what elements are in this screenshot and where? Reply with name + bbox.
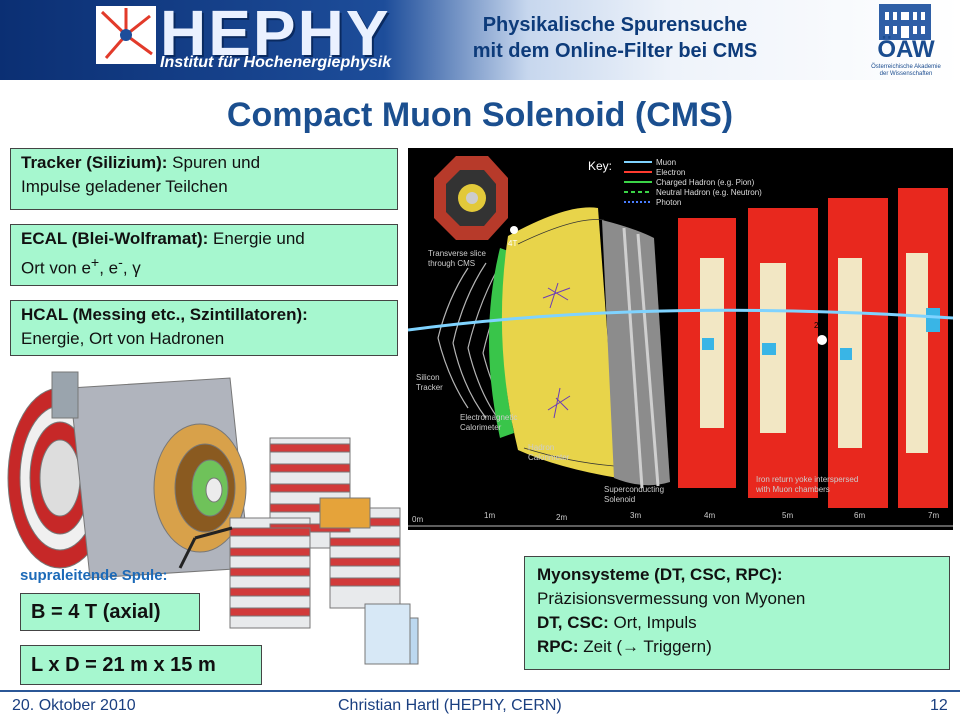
footer-author: Christian Hartl (HEPHY, CERN)	[338, 697, 562, 714]
cms-slice-diagram: Transverse slice through CMS	[408, 148, 953, 530]
footer-date: 20. Oktober 2010	[12, 697, 136, 714]
ecal-box: ECAL (Blei-Wolframat): Energie und Ort v…	[10, 224, 398, 286]
field-4t-label: 4T	[508, 239, 517, 248]
transverse-label2: through CMS	[428, 259, 475, 268]
scale-5m: 5m	[782, 511, 793, 520]
tracker-text1: Spuren und	[167, 153, 261, 172]
ecal-text2: Ort von e	[21, 258, 91, 278]
scale-2m: 2m	[556, 513, 567, 522]
key-electron: Electron	[656, 168, 685, 177]
oaw-building-icon	[879, 4, 931, 40]
scale-4m: 4m	[704, 511, 715, 520]
header-banner: HEPHY Institut für Hochenergiephysik Phy…	[0, 0, 960, 80]
transverse-label: Transverse slice	[428, 249, 486, 258]
solenoid-label: Superconducting	[604, 485, 664, 494]
field-2t-label: 2T	[814, 321, 823, 330]
header-title-line1: Physikalische Spurensuche	[482, 14, 748, 36]
hcal-label2: Calorimeter	[528, 453, 570, 462]
key-charged-hadron: Charged Hadron (e.g. Pion)	[656, 178, 755, 187]
muon-line2: Präzisionsvermessung von Myonen	[537, 589, 806, 608]
cms-detector-illustration	[0, 368, 420, 668]
scale-1m: 1m	[484, 511, 495, 520]
arrow-right-icon: →	[622, 637, 640, 656]
scale-6m: 6m	[854, 511, 865, 520]
hephy-logo-mark	[96, 6, 156, 64]
scale-7m: 7m	[928, 511, 939, 520]
oaw-letters: ÖAW	[877, 36, 935, 63]
hcal-box: HCAL (Messing etc., Szintillatoren): Ene…	[10, 300, 398, 356]
oaw-logo: ÖAW Österreichische Akademie der Wissens…	[865, 0, 945, 80]
tracker-box: Tracker (Silizium): Spuren und Impulse g…	[10, 148, 398, 210]
key-muon: Muon	[656, 158, 676, 167]
solenoid-label2: Solenoid	[604, 495, 635, 504]
field-2t-icon	[817, 335, 827, 345]
tracker-bold: Tracker (Silizium):	[21, 153, 168, 172]
muon-bold: Myonsysteme (DT, CSC, RPC):	[537, 565, 783, 584]
ecal-label: Electromagnetic	[460, 413, 517, 422]
slide-title: Compact Muon Solenoid (CMS)	[226, 96, 734, 134]
header-title: Physikalische Spurensuche mit dem Online…	[440, 12, 790, 64]
oaw-fullname-line2: der Wissenschaften	[879, 71, 933, 77]
hcal-text: Energie, Ort von Hadronen	[21, 329, 225, 348]
tracker-text2: Impulse geladener Teilchen	[21, 177, 228, 196]
field-4t-icon	[510, 226, 518, 234]
muon-rpc-bold: RPC:	[537, 637, 579, 656]
muon-track	[408, 308, 953, 332]
oaw-fullname-line1: Österreichische Akademie	[871, 64, 941, 70]
transverse-slice-icon	[434, 156, 508, 240]
tracker-label: Tracker	[416, 383, 443, 392]
spule-label: supraleitende Spule:	[20, 567, 168, 584]
scale-0m: 0m	[412, 515, 423, 524]
muon-dt-text: Ort, Impuls	[608, 613, 697, 632]
muon-rpc-text1: Zeit (	[578, 637, 623, 656]
footer-page-number: 12	[930, 697, 948, 714]
key-photon: Photon	[656, 198, 681, 207]
header-title-line2: mit dem Online-Filter bei CMS	[472, 40, 758, 62]
hcal-label: Hadron	[528, 443, 554, 452]
oaw-fullname: Österreichische Akademie der Wissenschaf…	[867, 64, 945, 78]
muon-systems-box: Myonsysteme (DT, CSC, RPC): Präzisionsve…	[524, 556, 950, 670]
muon-dt-bold: DT, CSC:	[537, 613, 609, 632]
ecal-bold: ECAL (Blei-Wolframat):	[21, 229, 209, 248]
yoke-label2: with Muon chambers	[755, 485, 830, 494]
key-neutral-hadron: Neutral Hadron (e.g. Neutron)	[656, 188, 762, 197]
detector-size-label: L x D = 21 m x 15 m	[20, 645, 262, 685]
ecal-label2: Calorimeter	[460, 423, 502, 432]
footer: 20. Oktober 2010 Christian Hartl (HEPHY,…	[0, 690, 960, 722]
ecal-text1: Energie und	[208, 229, 305, 248]
hephy-logo-text: HEPHY	[160, 0, 391, 69]
muon-rpc-text2: Triggern)	[639, 637, 712, 656]
field-strength-label: B = 4 T (axial)	[20, 593, 200, 631]
scale-3m: 3m	[630, 511, 641, 520]
spule-pointer	[194, 526, 233, 540]
yoke-label: Iron return yoke interspersed	[756, 475, 858, 484]
hcal-bold: HCAL (Messing etc., Szintillatoren):	[21, 305, 308, 324]
silicon-label: Silicon	[416, 373, 440, 382]
key-title: Key:	[588, 159, 612, 173]
hephy-logo-subtitle: Institut für Hochenergiephysik	[160, 54, 392, 71]
